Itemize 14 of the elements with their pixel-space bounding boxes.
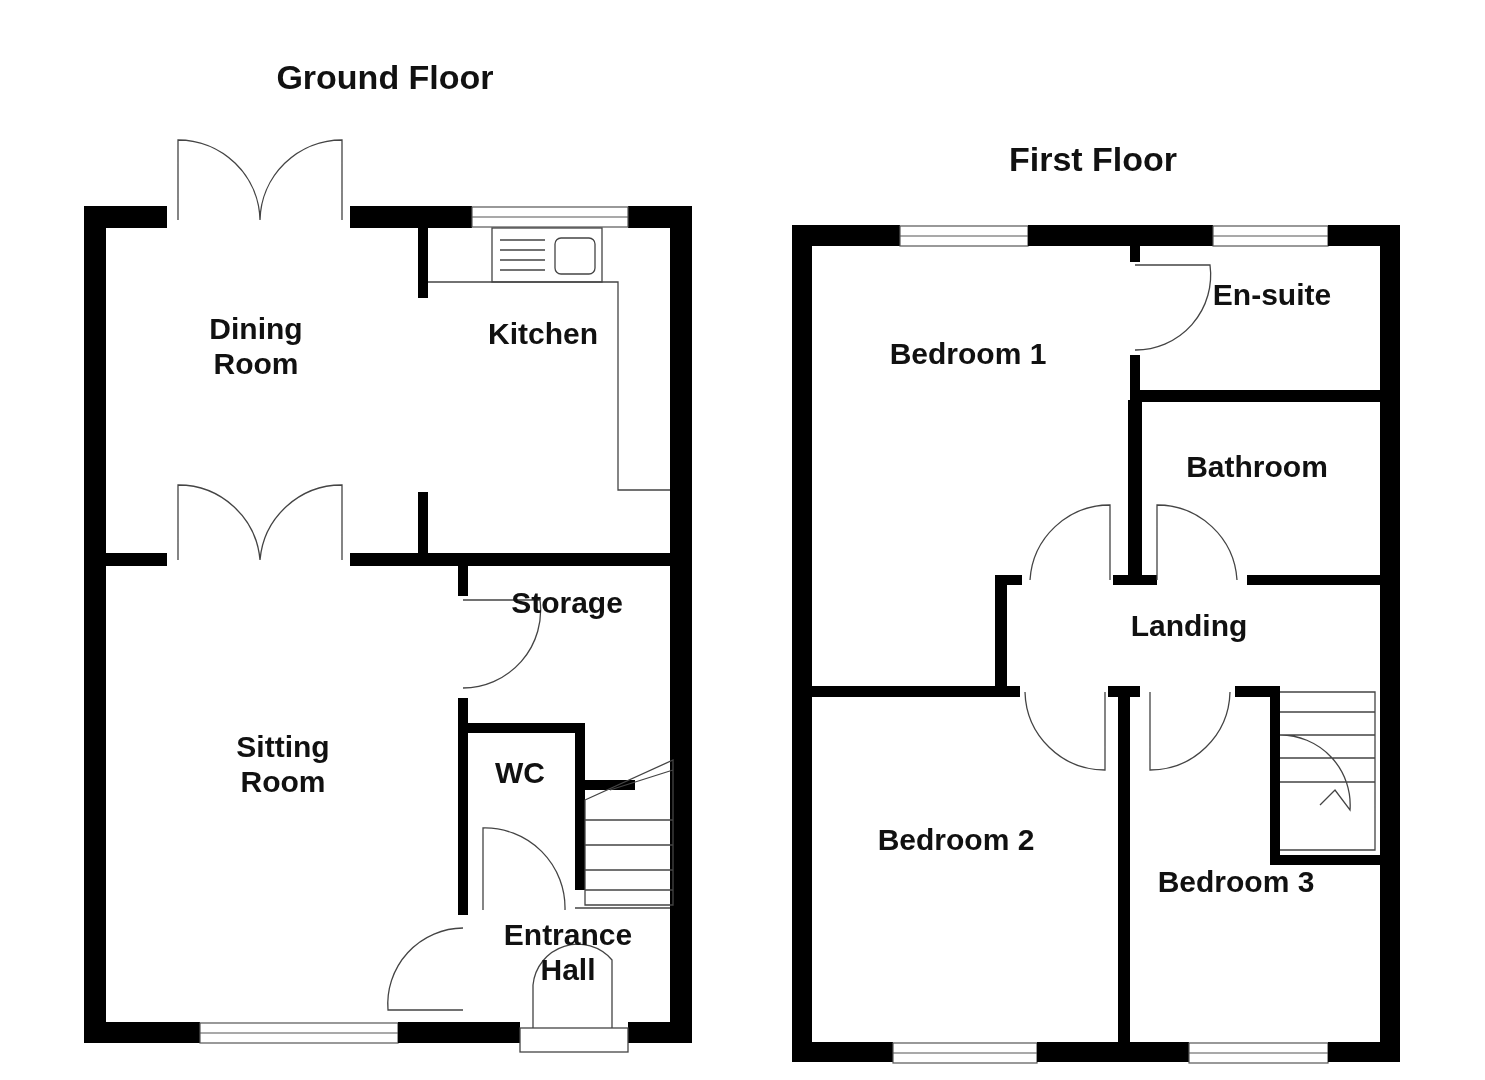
floor-title: Ground Floor <box>276 58 494 98</box>
room-label: Kitchen <box>488 317 598 352</box>
room-label: Sitting Room <box>235 730 331 799</box>
room-label: Entrance Hall <box>502 918 634 987</box>
room-label: Landing <box>1130 609 1248 644</box>
room-label: Bathroom <box>1186 450 1328 485</box>
room-label: En-suite <box>1212 278 1332 313</box>
floor-title: First Floor <box>1008 140 1178 180</box>
room-label: Bedroom 3 <box>1157 865 1315 900</box>
room-label: Storage <box>511 586 623 621</box>
room-label: Dining Room <box>208 312 304 381</box>
room-label: Bedroom 1 <box>889 337 1047 372</box>
room-label: Bedroom 2 <box>877 823 1035 858</box>
room-label: WC <box>495 756 545 791</box>
